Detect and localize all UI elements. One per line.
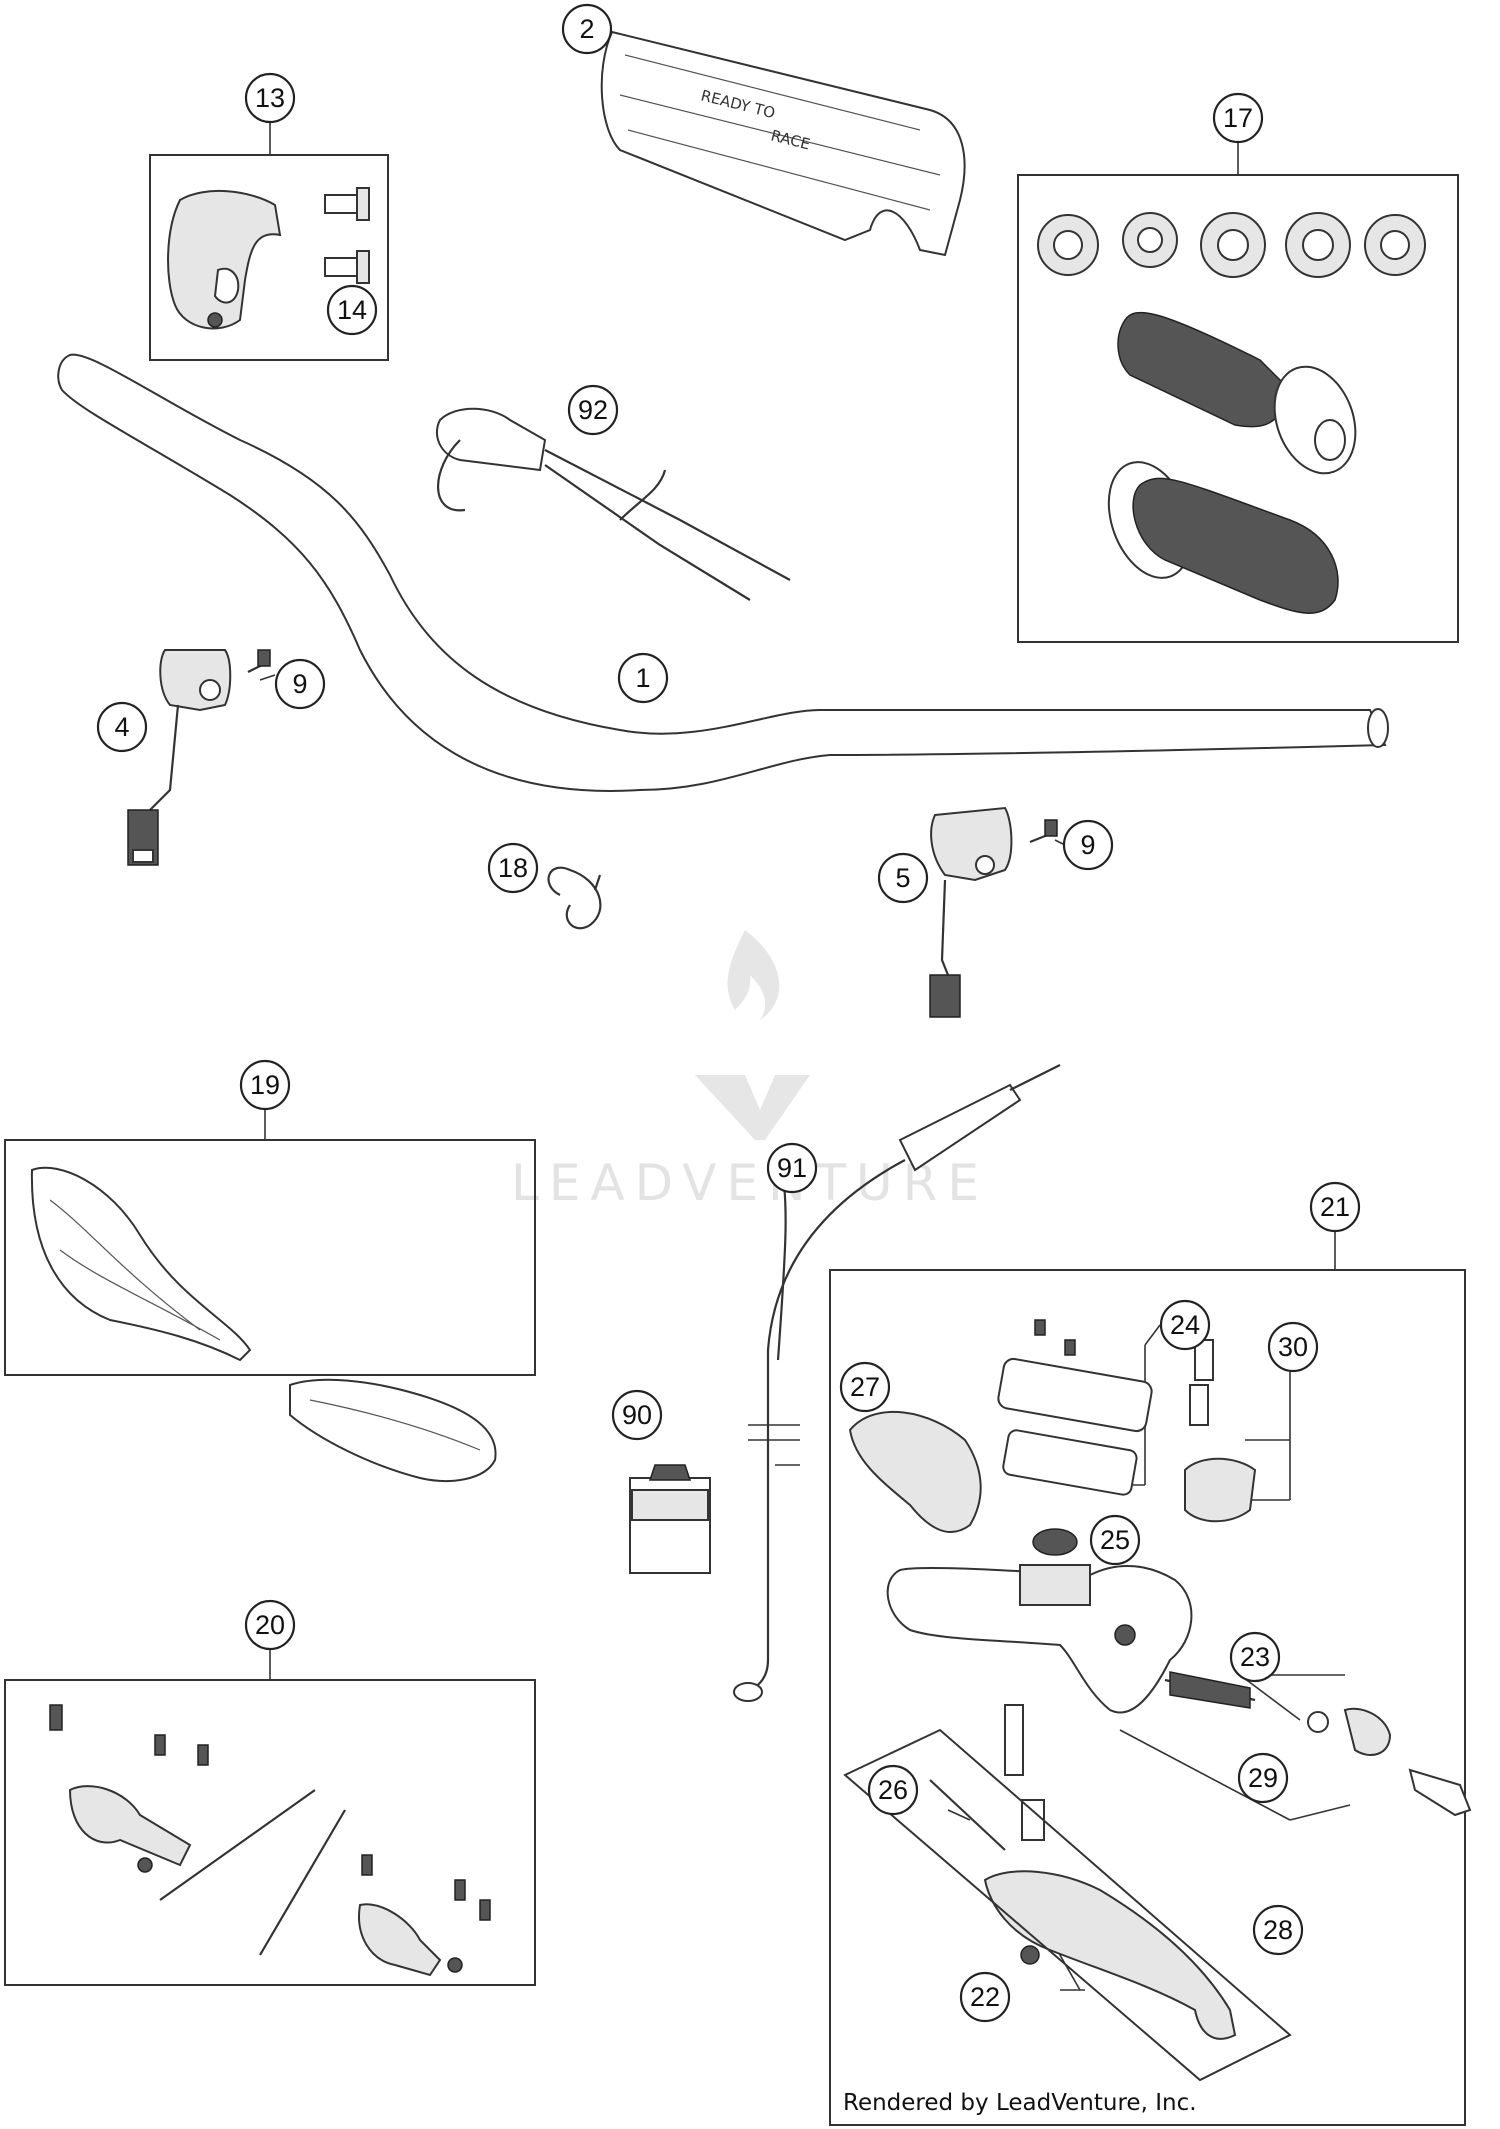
flame-logo [727,930,780,1020]
svg-text:14: 14 [337,295,367,325]
svg-text:9: 9 [292,669,307,699]
callout-22: 22 [959,1971,1011,2023]
callout-20: 20 [244,1599,296,1651]
group-box-19 [4,1139,536,1376]
svg-text:27: 27 [850,1372,880,1402]
svg-text:18: 18 [498,853,528,883]
switch-4-part [127,649,232,866]
callout-4: 4 [96,701,148,753]
callout-29: 29 [1237,1752,1289,1804]
svg-text:90: 90 [622,1400,652,1430]
svg-text:26: 26 [878,1775,908,1805]
callout-1: 1 [617,652,669,704]
callout-18: 18 [487,842,539,894]
callout-27: 27 [839,1361,891,1413]
svg-text:21: 21 [1320,1192,1350,1222]
screw-9b-part [1029,819,1058,844]
callout-28: 28 [1252,1904,1304,1956]
svg-text:1: 1 [635,663,650,693]
watermark: LEADVENTURE [511,930,989,1212]
callout-17: 17 [1212,92,1264,144]
svg-text:24: 24 [1170,1310,1200,1340]
callout-24: 24 [1159,1299,1211,1351]
svg-text:25: 25 [1100,1525,1130,1555]
group-box-13 [149,154,389,361]
footer-credit: Rendered by LeadVenture, Inc. [843,2090,1197,2116]
svg-text:4: 4 [114,712,129,742]
callout-25: 25 [1089,1514,1141,1566]
callout-21: 21 [1309,1181,1361,1233]
callout-23: 23 [1229,1631,1281,1683]
svg-text:28: 28 [1263,1915,1293,1945]
handlebar-part [57,353,1389,792]
svg-text:92: 92 [578,395,608,425]
callout-13: 13 [244,72,296,124]
callout-5: 5 [877,852,929,904]
handguards-19-part [30,1166,497,1482]
callout-26: 26 [867,1764,919,1816]
callout-92: 92 [567,384,619,436]
callout-14: 14 [326,284,378,336]
group-box-22 [843,1728,1292,2082]
svg-text:5: 5 [895,863,910,893]
clutch-master-21-parts [848,1319,1472,2040]
svg-text:91: 91 [777,1153,807,1183]
svg-text:13: 13 [255,83,285,113]
watermark-text: LEADVENTURE [511,1154,989,1212]
svg-text:9: 9 [1080,830,1095,860]
svg-text:22: 22 [970,1982,1000,2012]
throttle-92-part [435,407,791,601]
callout-9-right: 9 [1062,819,1114,871]
switch-5-part [929,806,1013,1018]
svg-text:2: 2 [579,14,594,44]
svg-text:23: 23 [1240,1642,1270,1672]
v-logo [695,1075,810,1140]
bolts-14-part [324,187,370,284]
fluid-can-90-part [629,1464,711,1574]
callout-30: 30 [1267,1321,1319,1373]
callout-19: 19 [239,1059,291,1111]
callout-labels: 1 2 4 5 9 9 13 14 [96,3,1361,2023]
svg-text:30: 30 [1278,1332,1308,1362]
mount-20-part [49,1704,491,1977]
callout-90: 90 [611,1389,663,1441]
svg-text:20: 20 [255,1610,285,1640]
screw-9a-part [247,649,271,673]
callout-91: 91 [766,1142,818,1194]
callout-2: 2 [561,3,613,55]
grips-17-part [1037,212,1426,614]
svg-text:17: 17 [1223,103,1253,133]
callout-9-left: 9 [274,658,326,710]
svg-text:29: 29 [1248,1763,1278,1793]
clamp-13-part [167,190,282,330]
svg-text:19: 19 [250,1070,280,1100]
bar-pad-part: READY TO RACE [600,30,966,257]
cable-tie-18-part [547,866,602,930]
group-box-21 [829,1269,1466,2126]
